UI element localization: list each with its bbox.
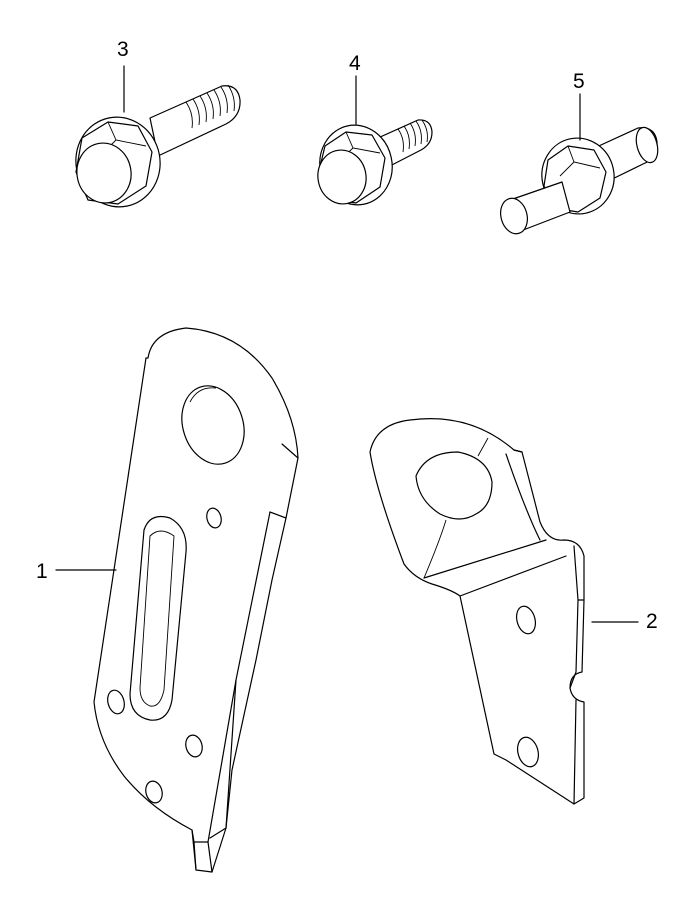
callout-1: 1 <box>36 560 48 583</box>
callout-2: 2 <box>646 610 658 633</box>
callout-5: 5 <box>573 70 585 93</box>
part-1-large-bracket[interactable] <box>55 327 299 873</box>
part-5-shoulder-stud[interactable] <box>497 93 662 237</box>
part-3-flange-bolt[interactable] <box>68 65 241 215</box>
callout-3: 3 <box>117 38 129 61</box>
part-2-offset-bracket[interactable] <box>369 418 639 805</box>
part-4-short-flange-bolt[interactable] <box>312 75 433 212</box>
callout-4: 4 <box>349 52 361 75</box>
